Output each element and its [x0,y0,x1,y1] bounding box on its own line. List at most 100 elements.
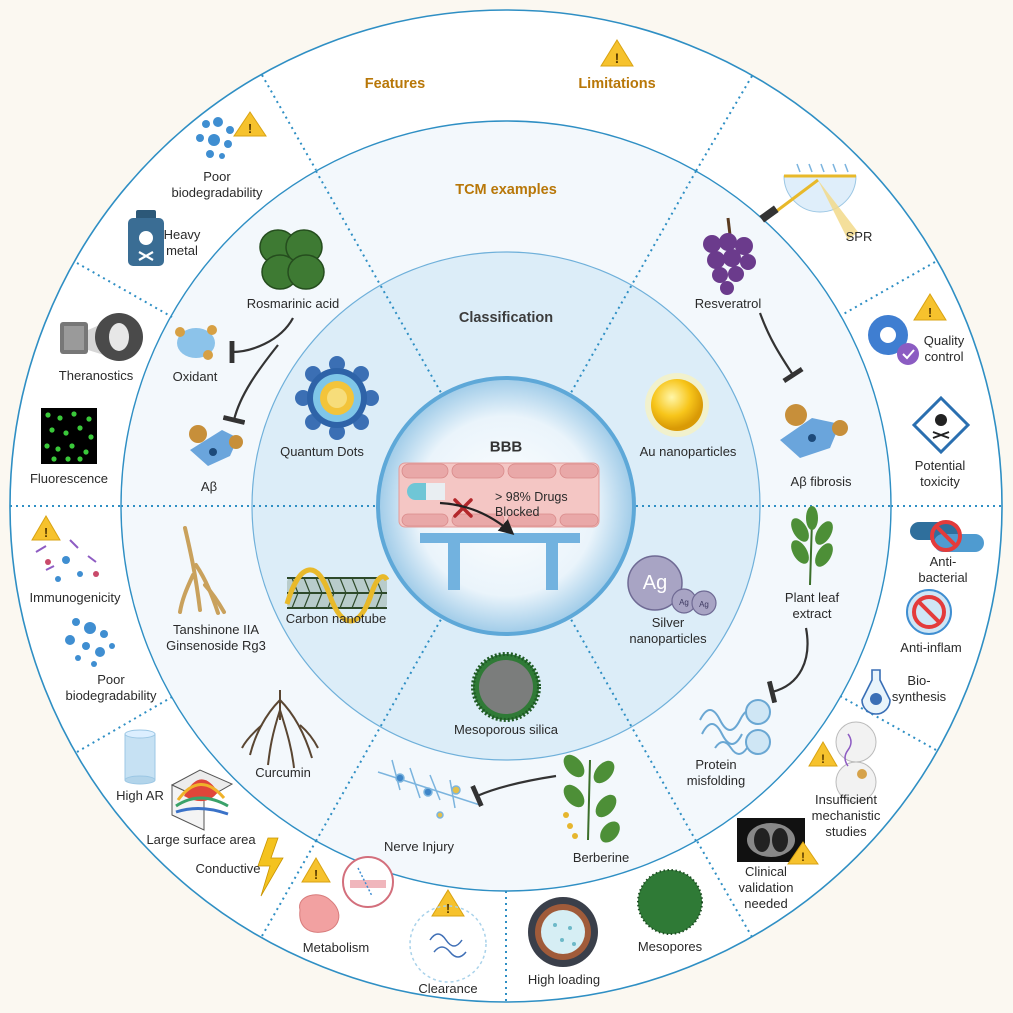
rosmarinic-inhibition-line [229,317,294,364]
theranostics-label: Theranostics [58,368,134,383]
plant-leaf-inhibition-line [766,627,809,704]
mesopores-icon [637,869,703,935]
classification-header: Classification [458,310,554,326]
mesopores-label: Mesopores [637,939,703,954]
poor-biodegradability-left-label: Poor biodegradability [65,672,157,703]
svg-text:!: ! [615,50,620,66]
svg-text:!: ! [44,525,48,540]
clearance-label: Clearance [418,981,478,996]
svg-text:Ag: Ag [699,600,709,609]
berberine-plant-icon [563,754,620,843]
debris-left-icon [65,618,115,667]
rosmarinic-acid-label: Rosmarinic acid [246,296,340,311]
clinical-validation-label: Clinical validation needed [738,864,794,911]
oxidant-cell-icon [175,325,217,360]
lightning-icon [257,837,284,897]
carbon-nanotube-icon [284,567,390,624]
oxidant-label: Oxidant [172,369,218,384]
protein-misfolding-icon [699,699,771,755]
debris-top-icon [196,117,234,159]
plant-leaf-icon [791,506,833,586]
warning-icon: ! [600,39,634,67]
svg-text:!: ! [801,850,805,864]
mechanistic-study-icon: ! [808,721,877,803]
warning-icon: ! [233,111,267,137]
fluorescence-icon [41,408,97,464]
biosynthesis-flask-icon [861,669,891,715]
heavy-metal-bottle-icon [128,210,164,266]
quality-control-icon: ! [868,293,947,365]
resveratrol-inhibition-line [758,312,804,384]
anti-inflam-label: Anti-inflam [900,640,962,655]
tcm-examples-header: TCM examples [455,182,557,198]
high-ar-label: High AR [116,788,164,803]
surface-area-plot-icon [170,769,234,831]
carbon-nanotube-label: Carbon nanotube [285,611,387,626]
biosynthesis-label: Bio- synthesis [891,673,947,704]
berberine-label: Berberine [572,850,630,865]
anti-inflam-icon [906,589,952,635]
svg-text:!: ! [446,901,450,916]
rosmarinic-inhibition-line-2 [222,344,279,425]
blocked-x-icon [453,498,473,518]
bbb-blocked-label: > 98% Drugs Blocked [495,490,568,519]
rosemary-leaf-icon [259,229,325,290]
nerve-injury-icon [377,759,481,819]
abeta-neuron-icon [189,425,243,466]
high-loading-icon [528,897,598,967]
potential-toxicity-label: Potential toxicity [914,458,966,489]
svg-text:!: ! [928,305,932,320]
ginseng-root-icon [178,526,226,615]
metabolism-label: Metabolism [302,940,370,955]
curcumin-label: Curcumin [255,765,311,780]
quantum-dots-icon [295,356,379,440]
svg-text:!: ! [821,752,825,766]
inner-dividers [121,170,891,842]
high-loading-label: High loading [527,972,601,987]
mesoporous-silica-icon [471,652,541,722]
nerve-injury-label: Nerve Injury [383,839,455,854]
features-header: Features [364,76,426,92]
spr-label: SPR [845,229,873,244]
berberine-inhibition-line [470,774,557,808]
curcumin-root-icon [241,690,319,769]
abeta-fibrosis-label: Aβ fibrosis [790,474,852,489]
quality-control-label: Quality control [923,333,965,364]
silver-nanoparticle-icon: Ag Ag [627,555,717,616]
anti-bacterial-icon [910,520,984,552]
ag-symbol: Ag [642,572,668,594]
large-surface-area-label: Large surface area [146,832,256,847]
immunogenicity-label: Immunogenicity [29,590,121,605]
fluorescence-label: Fluorescence [29,471,109,486]
svg-text:!: ! [248,121,252,136]
svg-text:!: ! [314,867,318,882]
quantum-dots-label: Quantum Dots [280,444,364,459]
au-nanoparticles-label: Au nanoparticles [639,444,737,459]
resveratrol-label: Resveratrol [694,296,762,311]
insufficient-studies-label: Insufficient mechanistic studies [811,792,881,839]
outer-dividers [10,74,1002,1002]
plant-leaf-label: Plant leaf extract [784,590,840,621]
immunogenicity-icon: ! [31,515,99,582]
au-nanoparticle-icon [645,373,709,437]
capsule-icon [407,483,445,500]
ct-scan-icon: ! [737,818,819,865]
svg-text:Ag: Ag [679,598,689,607]
metabolism-icon: ! [299,856,394,933]
abeta-fibrosis-icon [780,404,848,458]
protein-misfolding-label: Protein misfolding [686,757,746,788]
high-ar-cylinder-icon [124,729,156,785]
tanshinone-label: Tanshinone IIA Ginsenoside Rg3 [166,622,266,653]
bbb-title: BBB [489,438,523,456]
anti-bacterial-label: Anti-bacterial [918,554,968,585]
grape-icon [703,217,756,295]
vessel-icon [398,462,600,590]
silver-nanoparticles-label: Silver nanoparticles [629,615,707,646]
clearance-icon: ! [409,889,487,983]
mesoporous-silica-label: Mesoporous silica [453,722,559,737]
heavy-metal-label: Heavy metal [163,227,201,258]
spr-icon [759,163,858,240]
toxicity-diamond-icon [911,395,971,455]
